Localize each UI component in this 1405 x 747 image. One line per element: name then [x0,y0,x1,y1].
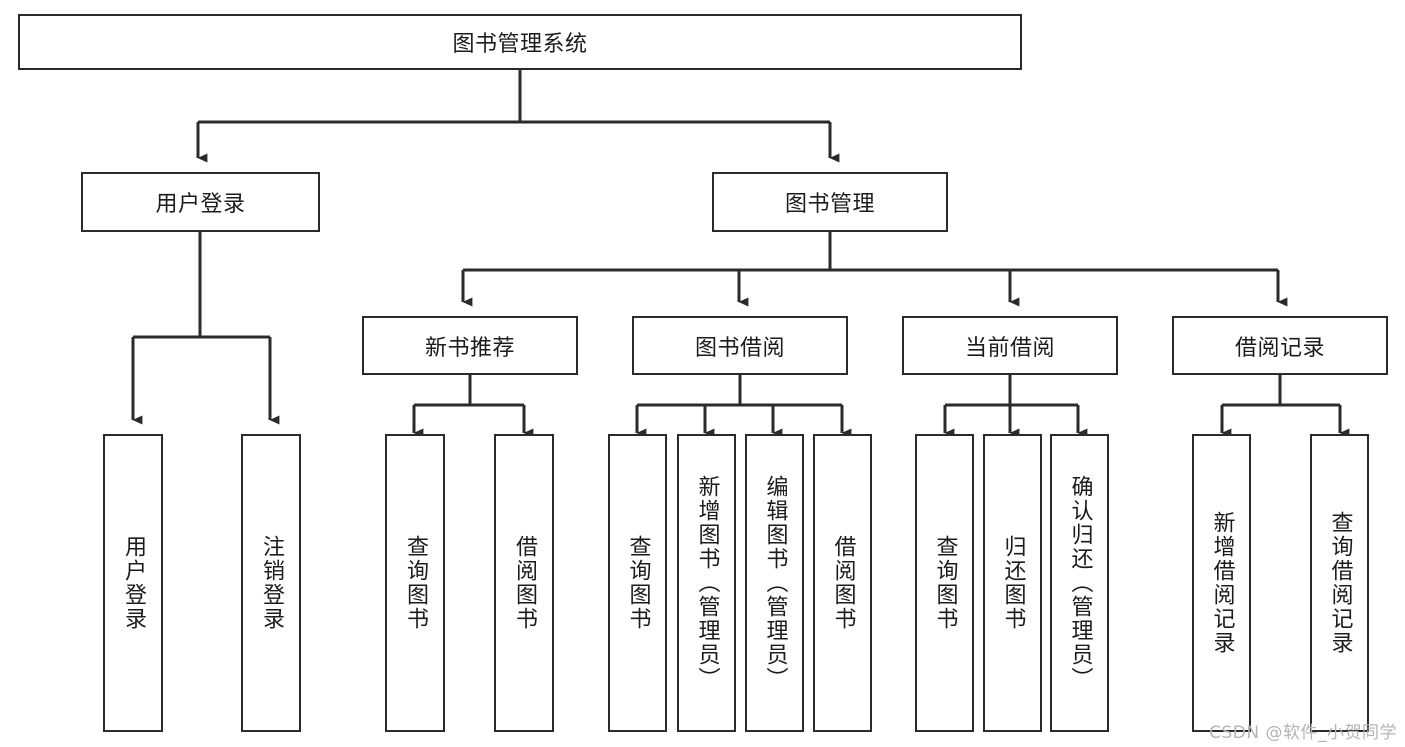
node-new-book-recommend[interactable]: 新书推荐 [362,316,578,375]
node-current-borrow[interactable]: 当前借阅 [902,316,1118,375]
node-root-label: 图书管理系统 [452,32,588,57]
leaf-edit-book-admin[interactable]: 编辑图书（管理员） [745,434,804,732]
node-new-book-recommend-label: 新书推荐 [424,335,515,361]
node-book-management[interactable]: 图书管理 [712,172,948,232]
leaf-query-borrow-record-label: 查询借阅记录 [1327,511,1353,655]
leaf-logout-label: 注销登录 [258,535,284,631]
leaf-borrow-books-label: 借阅图书 [830,535,856,631]
leaf-query-books-current-label: 查询图书 [932,535,958,631]
leaf-query-borrow-record[interactable]: 查询借阅记录 [1310,434,1369,732]
leaf-add-book-admin-label: 新增图书（管理员） [694,475,720,691]
leaf-user-login-label: 用户登录 [120,535,146,631]
node-borrow-records-label: 借阅记录 [1234,335,1325,361]
leaf-query-books-borrow[interactable]: 查询图书 [608,434,667,732]
leaf-query-books-borrow-label: 查询图书 [625,535,651,631]
node-borrow-records[interactable]: 借阅记录 [1172,316,1388,375]
node-book-borrow-label: 图书借阅 [694,335,785,361]
leaf-logout[interactable]: 注销登录 [241,434,301,732]
leaf-borrow-books-recommend-label: 借阅图书 [511,535,537,631]
leaf-return-books[interactable]: 归还图书 [983,434,1042,732]
node-book-borrow[interactable]: 图书借阅 [632,316,848,375]
leaf-confirm-return-admin[interactable]: 确认归还（管理员） [1050,434,1109,732]
node-root[interactable]: 图书管理系统 [18,14,1022,70]
leaf-user-login[interactable]: 用户登录 [103,434,163,732]
leaf-edit-book-admin-label: 编辑图书（管理员） [762,475,788,691]
leaf-add-borrow-record[interactable]: 新增借阅记录 [1192,434,1251,732]
leaf-query-books-recommend[interactable]: 查询图书 [385,434,445,732]
leaf-add-borrow-record-label: 新增借阅记录 [1209,511,1235,655]
node-user-login[interactable]: 用户登录 [81,172,320,232]
leaf-confirm-return-admin-label: 确认归还（管理员） [1067,475,1093,691]
node-book-management-label: 图书管理 [784,192,875,217]
leaf-add-book-admin[interactable]: 新增图书（管理员） [677,434,736,732]
node-user-login-label: 用户登录 [155,192,246,217]
leaf-borrow-books[interactable]: 借阅图书 [813,434,872,732]
watermark: CSDN @软件_小贺同学 [1209,723,1397,743]
leaf-borrow-books-recommend[interactable]: 借阅图书 [494,434,554,732]
leaf-query-books-current[interactable]: 查询图书 [915,434,974,732]
leaf-query-books-recommend-label: 查询图书 [402,535,428,631]
node-current-borrow-label: 当前借阅 [964,335,1055,361]
leaf-return-books-label: 归还图书 [1000,535,1026,631]
